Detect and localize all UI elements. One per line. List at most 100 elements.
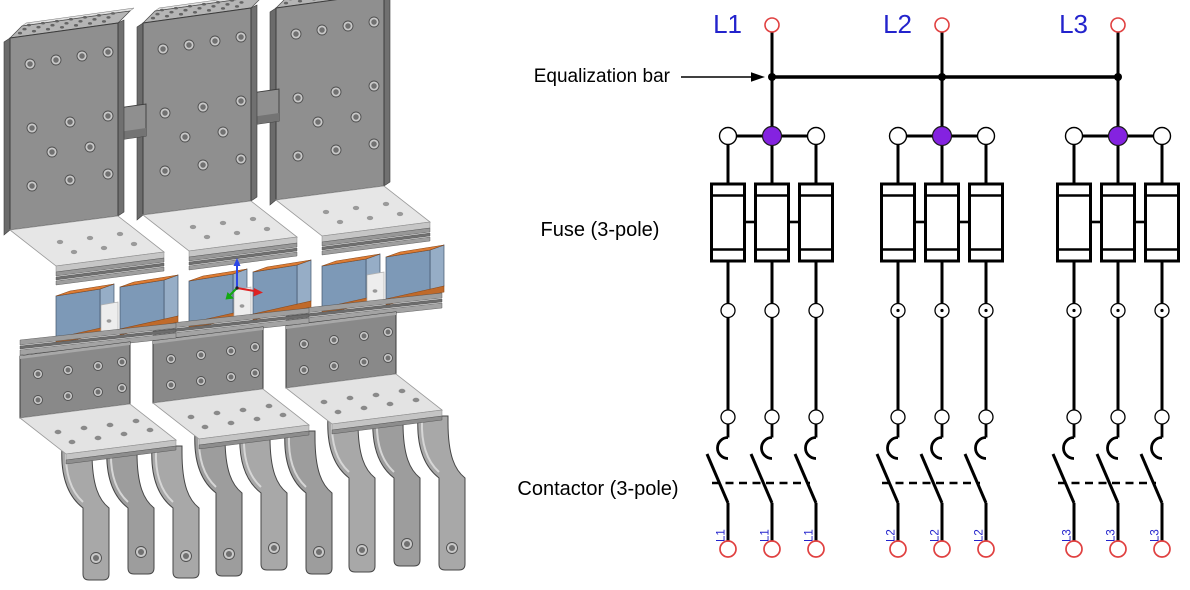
bracket-hole bbox=[239, 304, 245, 308]
contactor-blade bbox=[963, 453, 988, 504]
shelf-hole bbox=[360, 405, 368, 411]
bolt-hole-center bbox=[168, 356, 174, 362]
bolt-hole-center bbox=[220, 129, 226, 135]
bolt-hole-center bbox=[119, 385, 125, 391]
terminal-circle bbox=[890, 409, 906, 425]
fuse-label: Fuse (3-pole) bbox=[540, 219, 660, 241]
stack-dimple bbox=[297, 0, 303, 3]
bolt-hole-center bbox=[228, 348, 234, 354]
shelf-hole bbox=[263, 226, 271, 232]
bolt-hole-center bbox=[200, 162, 206, 168]
shelf-hole bbox=[372, 392, 380, 398]
terminal-dot bbox=[1072, 308, 1076, 313]
shelf-hole bbox=[100, 245, 108, 251]
junction-dot bbox=[768, 73, 776, 81]
copper-rim-top bbox=[188, 268, 248, 282]
bolt-hole-center bbox=[27, 61, 33, 67]
terminal-dot bbox=[1116, 308, 1120, 313]
bolt-hole-center bbox=[293, 31, 299, 37]
equalization-node bbox=[761, 125, 783, 147]
contactor-arc bbox=[1062, 436, 1075, 460]
stack-dimple bbox=[164, 14, 170, 18]
bolt-hole-center bbox=[331, 337, 337, 343]
stack-dimple bbox=[283, 1, 289, 5]
stack-dimple bbox=[159, 8, 165, 12]
stack-dimple bbox=[312, 0, 316, 1]
stack-dimple bbox=[101, 20, 107, 23]
bolt-hole-center bbox=[186, 42, 192, 48]
terminal-circle bbox=[808, 302, 824, 319]
bolt-hole-center bbox=[319, 27, 325, 33]
supply-terminal bbox=[764, 17, 780, 33]
stack-dimple bbox=[54, 19, 60, 23]
terminal-dot bbox=[984, 308, 988, 313]
lamination-strip bbox=[188, 242, 298, 262]
stack-dimple bbox=[82, 15, 88, 19]
contactor-blade bbox=[1139, 453, 1164, 504]
stack-dimple bbox=[45, 27, 51, 31]
pole-label: L3 bbox=[1062, 529, 1074, 542]
axis-y-head bbox=[225, 292, 234, 300]
bolt-hole-center bbox=[331, 363, 337, 369]
bolt-hole-center bbox=[252, 344, 258, 350]
stack-dimple bbox=[31, 29, 37, 33]
bolt-hole-center bbox=[182, 134, 188, 140]
shelf-hole bbox=[279, 412, 287, 418]
bolt-hole-center bbox=[95, 363, 101, 369]
terminal-circle bbox=[978, 409, 994, 425]
bolt-hole-center bbox=[448, 544, 456, 552]
terminal-circle bbox=[1154, 409, 1170, 425]
fuse-symbol bbox=[754, 182, 790, 263]
bolt-hole-center bbox=[353, 114, 359, 120]
copper-rim-top bbox=[55, 283, 115, 297]
shelf-hole bbox=[80, 425, 88, 431]
bolt-hole-center bbox=[295, 153, 301, 159]
pole-label: L1 bbox=[716, 529, 728, 542]
stack-dimple bbox=[50, 23, 55, 27]
fuse-symbol bbox=[1144, 182, 1180, 263]
contactor-arc bbox=[886, 436, 899, 460]
pole-label: L2 bbox=[930, 529, 942, 542]
copper-rim-top bbox=[321, 253, 381, 267]
stack-dimple bbox=[192, 10, 198, 14]
bolt-hole-center bbox=[252, 370, 258, 376]
supply-terminal bbox=[934, 17, 950, 33]
lamination-strip bbox=[321, 232, 431, 251]
bolt-hole-center bbox=[371, 19, 377, 25]
branch-terminal bbox=[1152, 126, 1172, 146]
axis-origin bbox=[235, 286, 239, 290]
fuse-symbol bbox=[924, 182, 960, 263]
terminal-circle bbox=[934, 409, 950, 425]
bolt-hole-center bbox=[238, 98, 244, 104]
contact-strap bbox=[372, 415, 421, 567]
shelf-hole bbox=[322, 209, 330, 215]
contactor-arc bbox=[1106, 436, 1119, 460]
bolt-hole-center bbox=[29, 125, 35, 131]
lamination-strip bbox=[19, 332, 177, 356]
bolt-hole-center bbox=[333, 89, 339, 95]
bolt-hole-center bbox=[49, 149, 55, 155]
output-terminal bbox=[889, 540, 907, 558]
shelf-hole bbox=[320, 399, 328, 405]
stack-dimple bbox=[40, 21, 46, 25]
shelf-hole bbox=[265, 403, 273, 409]
terminal-circle bbox=[808, 409, 824, 425]
output-terminal bbox=[1153, 540, 1171, 558]
branch-terminal bbox=[888, 126, 908, 146]
contactor-arc bbox=[760, 436, 773, 460]
bolt-hole-center bbox=[212, 38, 218, 44]
lamination-strip bbox=[188, 247, 298, 266]
bolt-hole-center bbox=[200, 104, 206, 110]
stack-dimple bbox=[220, 7, 226, 10]
copper-rim-top bbox=[385, 244, 445, 258]
stack-dimple bbox=[201, 2, 207, 6]
terminal-dot bbox=[940, 308, 944, 313]
bolt-hole-center bbox=[182, 552, 190, 560]
bolt-hole-center bbox=[53, 57, 59, 63]
stack-dimple bbox=[22, 27, 27, 31]
shelf-hole bbox=[187, 414, 195, 420]
shelf-hole bbox=[219, 220, 227, 226]
